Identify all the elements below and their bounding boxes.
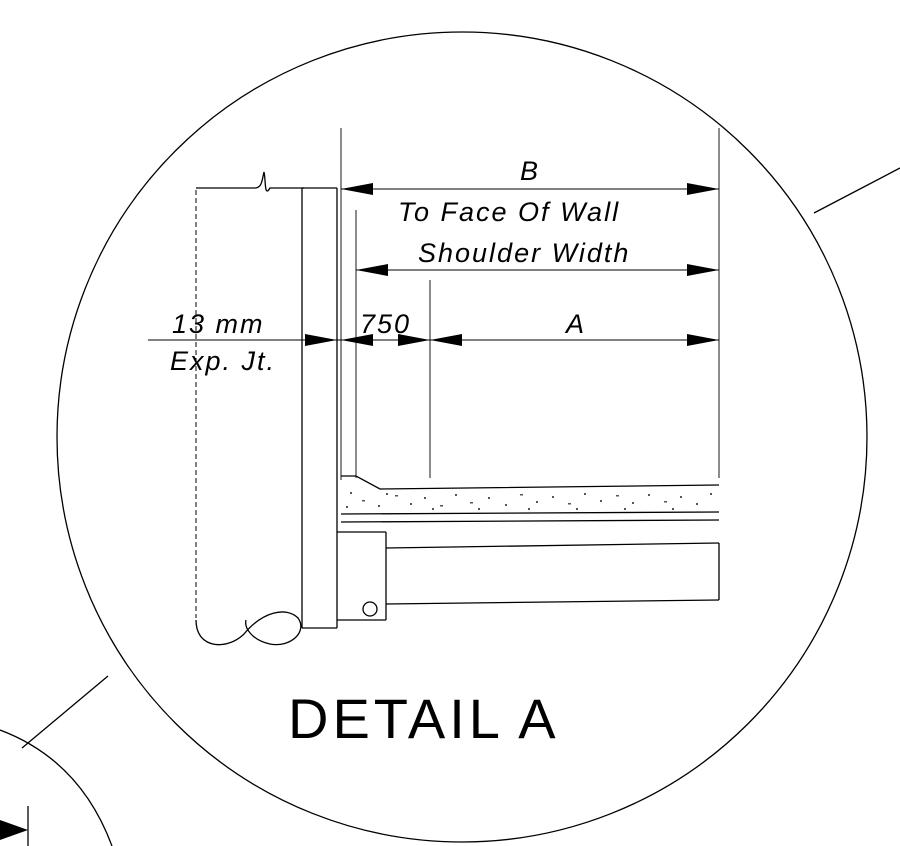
dim-b-arrow-left — [341, 183, 373, 195]
wall-bottom-break-curve — [195, 611, 302, 646]
pavement-aggregate-texture — [346, 492, 712, 510]
shoulder-width-label: Shoulder Width — [418, 238, 630, 268]
dim-a-arrow-left — [430, 334, 462, 346]
dim-a-label: A — [564, 309, 586, 339]
dim-750-arrow-right — [398, 334, 430, 346]
exp-joint-size-label: 13 mm — [172, 309, 265, 339]
dim-exp-arrow-right — [305, 334, 337, 346]
dim-shoulder-arrow-left — [356, 264, 388, 276]
to-face-of-wall-label: To Face Of Wall — [398, 197, 620, 227]
neighbor-detail-arrow — [0, 820, 28, 840]
drain-pipe-circle — [362, 601, 378, 617]
dim-750-arrow-left — [341, 334, 373, 346]
dim-b-label: B — [520, 156, 540, 186]
dim-a-arrow-right — [687, 334, 719, 346]
dim-750-label: 750 — [360, 309, 411, 339]
pavement-top-edge — [341, 475, 720, 490]
leader-line-top-right — [813, 167, 900, 214]
base-course-line — [340, 519, 720, 523]
exp-joint-label: Exp. Jt. — [170, 346, 276, 376]
neighbor-detail-arc — [0, 729, 113, 846]
pavement-bottom-edge — [340, 511, 720, 515]
detail-circle — [56, 31, 868, 843]
detail-title: DETAIL A — [288, 687, 560, 750]
wall-top-break-line — [196, 171, 304, 192]
dim-shoulder-arrow-right — [687, 264, 719, 276]
subbase-line-lower — [385, 599, 720, 605]
dim-b-arrow-right — [687, 183, 719, 195]
leader-line-bottom-left — [21, 675, 109, 749]
subbase-line-upper — [385, 542, 720, 549]
